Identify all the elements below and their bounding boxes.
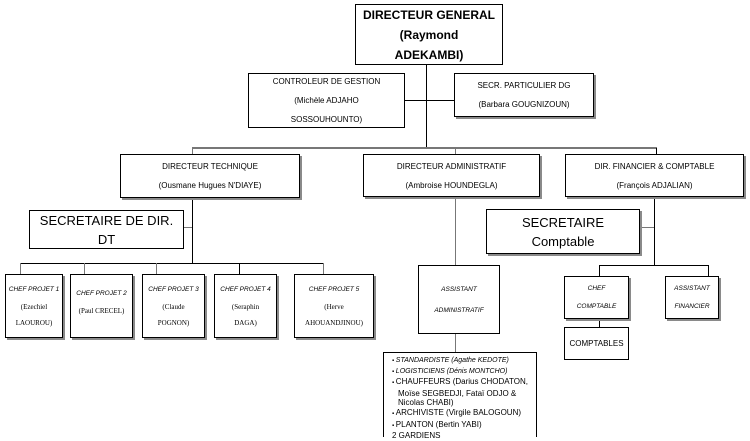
node-person: (Ousmane Hugues N'DIAYE) bbox=[158, 181, 262, 190]
node-person: (Seraphin bbox=[231, 303, 260, 311]
node-title: ASSISTANT bbox=[441, 285, 477, 293]
node-directeur-administratif: DIRECTEUR ADMINISTRATIF (Ambroise HOUNDE… bbox=[363, 154, 540, 197]
list-item: LOGISTICIENS (Dénis MONTCHO) bbox=[390, 367, 532, 378]
connector-line bbox=[405, 100, 454, 101]
connector-line bbox=[20, 263, 21, 275]
connector-line bbox=[455, 148, 456, 155]
connector-line bbox=[156, 263, 157, 275]
node-person: (Paul CRECEL) bbox=[78, 307, 125, 315]
node-title: DIR. FINANCIER & COMPTABLE bbox=[594, 161, 715, 171]
connector-line bbox=[654, 197, 655, 266]
connector-line bbox=[184, 227, 192, 228]
connector-line bbox=[323, 263, 324, 275]
node-title: ADMINISTRATIF bbox=[434, 306, 484, 314]
node-person: (Barbara GOUGNIZOUN) bbox=[478, 100, 570, 109]
connector-line bbox=[599, 265, 600, 277]
connector-line bbox=[455, 334, 456, 352]
node-comptables: COMPTABLES bbox=[564, 327, 629, 360]
connector-line bbox=[84, 263, 85, 275]
node-title: DT bbox=[97, 231, 116, 247]
node-controleur-gestion: CONTROLEUR DE GESTION (Michèle ADJAHO SO… bbox=[248, 73, 405, 128]
node-title: SECR. PARTICULIER DG bbox=[477, 81, 571, 90]
node-director-general: DIRECTEUR GENERAL (Raymond ADEKAMBI) bbox=[355, 4, 503, 65]
node-person: (Claude bbox=[162, 303, 185, 311]
node-person: (Ezechiel bbox=[20, 303, 48, 311]
node-person: LAOUROU) bbox=[15, 319, 53, 327]
node-title: DIRECTEUR TECHNIQUE bbox=[162, 162, 258, 171]
node-title: DIRECTEUR GENERAL bbox=[362, 7, 495, 22]
node-person: SOSSOUHOUNTO) bbox=[290, 115, 363, 124]
list-item: ARCHIVISTE (Virgile BALOGOUN) bbox=[390, 408, 532, 420]
node-title: COMPTABLES bbox=[569, 339, 624, 348]
node-directeur-financier: DIR. FINANCIER & COMPTABLE (François ADJ… bbox=[565, 154, 744, 197]
node-secretaire-comptable: SECRETAIRE Comptable bbox=[486, 209, 640, 254]
node-person: ADEKAMBI) bbox=[394, 47, 464, 62]
list-item: PLANTON (Bertin YABI) bbox=[390, 420, 532, 432]
connector-line bbox=[239, 263, 240, 275]
connector-line bbox=[708, 265, 709, 277]
node-administrative-staff-list: STANDARDISTE (Agathe KEDOTE) LOGISTICIEN… bbox=[383, 352, 537, 440]
connector-line bbox=[192, 147, 657, 149]
node-title: CHEF PROJET 2 bbox=[76, 290, 127, 297]
node-title: SECRETAIRE bbox=[521, 214, 605, 230]
list-footer: 2 GARDIENS bbox=[392, 431, 441, 441]
node-title: CHEF PROJET 3 bbox=[148, 286, 199, 293]
connector-line bbox=[455, 197, 456, 266]
node-title: Comptable bbox=[531, 233, 595, 249]
node-chef-projet: CHEF PROJET 5 (Herve AHOUANDJINOU) bbox=[294, 274, 374, 338]
node-title: COMPTABLE bbox=[576, 302, 617, 310]
node-title: FINANCIER bbox=[674, 302, 710, 310]
node-person: (Michèle ADJAHO bbox=[294, 96, 359, 105]
connector-line bbox=[192, 148, 193, 155]
node-title: CHEF PROJET 5 bbox=[308, 286, 360, 293]
node-person: (François ADJALIAN) bbox=[616, 180, 693, 190]
list-item: CHAUFFEURS (Darius CHODATON, Moïse SEGBE… bbox=[390, 377, 532, 408]
node-chef-projet: CHEF PROJET 3 (Claude POGNON) bbox=[142, 274, 205, 338]
node-chef-projet: CHEF PROJET 2 (Paul CRECEL) bbox=[70, 274, 133, 338]
node-assistant-administratif: ASSISTANT ADMINISTRATIF bbox=[418, 265, 500, 334]
node-title: CHEF bbox=[587, 284, 606, 292]
connector-line bbox=[599, 319, 600, 328]
node-chef-projet: CHEF PROJET 4 (Seraphin DAGA) bbox=[214, 274, 277, 338]
node-secretaire-dt: SECRETAIRE DE DIR. DT bbox=[29, 210, 184, 249]
node-person: DAGA) bbox=[234, 319, 257, 327]
node-person: (Raymond bbox=[399, 27, 459, 42]
node-person: AHOUANDJINOU) bbox=[305, 319, 363, 327]
node-title: CONTROLEUR DE GESTION bbox=[272, 77, 381, 86]
connector-line bbox=[599, 265, 709, 266]
connector-line bbox=[656, 148, 657, 155]
node-title: SECRETAIRE DE DIR. bbox=[39, 212, 174, 228]
node-assistant-financier: ASSISTANT FINANCIER bbox=[665, 276, 719, 319]
node-person: (Herve bbox=[324, 303, 344, 311]
node-chef-projet: CHEF PROJET 1 (Ezechiel LAOUROU) bbox=[5, 274, 63, 338]
node-directeur-technique: DIRECTEUR TECHNIQUE (Ousmane Hugues N'DI… bbox=[120, 154, 300, 198]
connector-line bbox=[20, 263, 324, 264]
node-title: CHEF PROJET 4 bbox=[220, 286, 271, 293]
node-title: CHEF PROJET 1 bbox=[8, 286, 60, 293]
list-item: STANDARDISTE (Agathe KEDOTE) bbox=[390, 356, 532, 367]
connector-line bbox=[426, 64, 427, 148]
node-chef-comptable: CHEF COMPTABLE bbox=[564, 276, 629, 319]
node-person: POGNON) bbox=[157, 319, 190, 327]
connector-line bbox=[640, 227, 654, 228]
node-title: ASSISTANT bbox=[674, 284, 710, 292]
connector-line bbox=[192, 198, 193, 264]
node-secretaire-particulier: SECR. PARTICULIER DG (Barbara GOUGNIZOUN… bbox=[454, 73, 594, 117]
node-title: DIRECTEUR ADMINISTRATIF bbox=[396, 161, 507, 171]
node-person: (Ambroise HOUNDEGLA) bbox=[405, 180, 498, 190]
